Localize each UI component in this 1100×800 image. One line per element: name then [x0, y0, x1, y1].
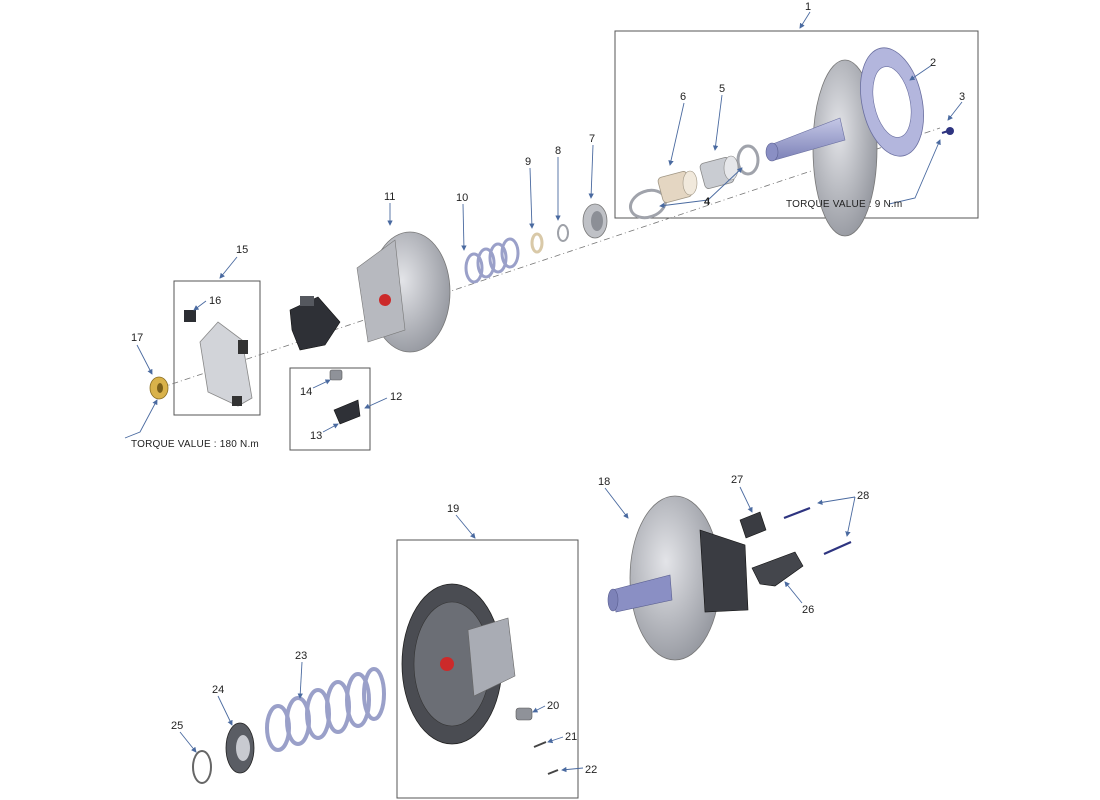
callout-14: 14: [300, 386, 312, 398]
callout-7: 7: [589, 133, 595, 145]
part-7-bearing: [582, 203, 608, 239]
part-2-ring-plate: [860, 47, 924, 157]
callout-16: 16: [209, 295, 221, 307]
part-3-bolt: [941, 127, 954, 135]
callout-9: 9: [525, 156, 531, 168]
part-28-screws: [783, 506, 852, 556]
group-box-19: [396, 539, 579, 799]
part-14-roller: [329, 369, 343, 381]
callout-24: 24: [212, 684, 224, 696]
leader-lines: [124, 11, 963, 773]
callout-3: 3: [959, 91, 965, 103]
part-18-sheave: [607, 495, 749, 661]
callout-1: 1: [805, 1, 811, 13]
callout-20: 20: [547, 700, 559, 712]
group-box-15: [173, 280, 261, 416]
callout-12: 12: [390, 391, 402, 403]
part-1-fixed-sheave: [765, 59, 878, 237]
callout-19: 19: [447, 503, 459, 515]
callout-5: 5: [719, 83, 725, 95]
callout-28: 28: [857, 490, 869, 502]
callout-26: 26: [802, 604, 814, 616]
callout-25: 25: [171, 720, 183, 732]
part-27-slider: [739, 511, 767, 539]
part-22-pin: [547, 769, 559, 775]
part-10-spring: [464, 237, 520, 284]
callout-22: 22: [585, 764, 597, 776]
callout-23: 23: [295, 650, 307, 662]
callout-6: 6: [680, 91, 686, 103]
part-8-ring: [557, 224, 569, 242]
part-21-pin: [533, 741, 547, 748]
callout-4: 4: [704, 196, 711, 208]
part-16-clip: [184, 310, 196, 322]
part-5-bushing: [699, 155, 739, 189]
part-15-cover: [199, 321, 253, 407]
callout-18: 18: [598, 476, 610, 488]
part-19-movable-sheave: [401, 583, 516, 745]
part-6-bushing: [657, 170, 698, 203]
part-24-bearing: [225, 722, 255, 774]
part-9-washer: [530, 232, 544, 254]
callout-13: 13: [310, 430, 322, 442]
part-25-circlip: [192, 750, 212, 784]
callout-10: 10: [456, 192, 468, 204]
part-17-nut: [149, 376, 169, 400]
callout-27: 27: [731, 474, 743, 486]
callout-8: 8: [555, 145, 561, 157]
callout-15: 15: [236, 244, 248, 256]
part-26-shoe: [751, 551, 804, 587]
part-12-slider: [333, 399, 361, 425]
group-box-1: [614, 30, 979, 219]
callout-17: 17: [131, 332, 143, 344]
assembly-axis-upper: [159, 127, 941, 389]
callout-21: 21: [565, 731, 577, 743]
torque-note-bolt-3: TORQUE VALUE : 9 N.m: [786, 199, 902, 210]
callout-2: 2: [930, 57, 936, 69]
callout-11: 11: [384, 191, 395, 203]
part-20-roller: [515, 707, 533, 721]
part-23-spring: [265, 667, 386, 752]
group-box-12: [289, 367, 371, 451]
torque-note-nut-17: TORQUE VALUE : 180 N.m: [131, 439, 259, 450]
part-spider: [289, 296, 341, 351]
part-11-movable-sheave: [356, 231, 451, 353]
